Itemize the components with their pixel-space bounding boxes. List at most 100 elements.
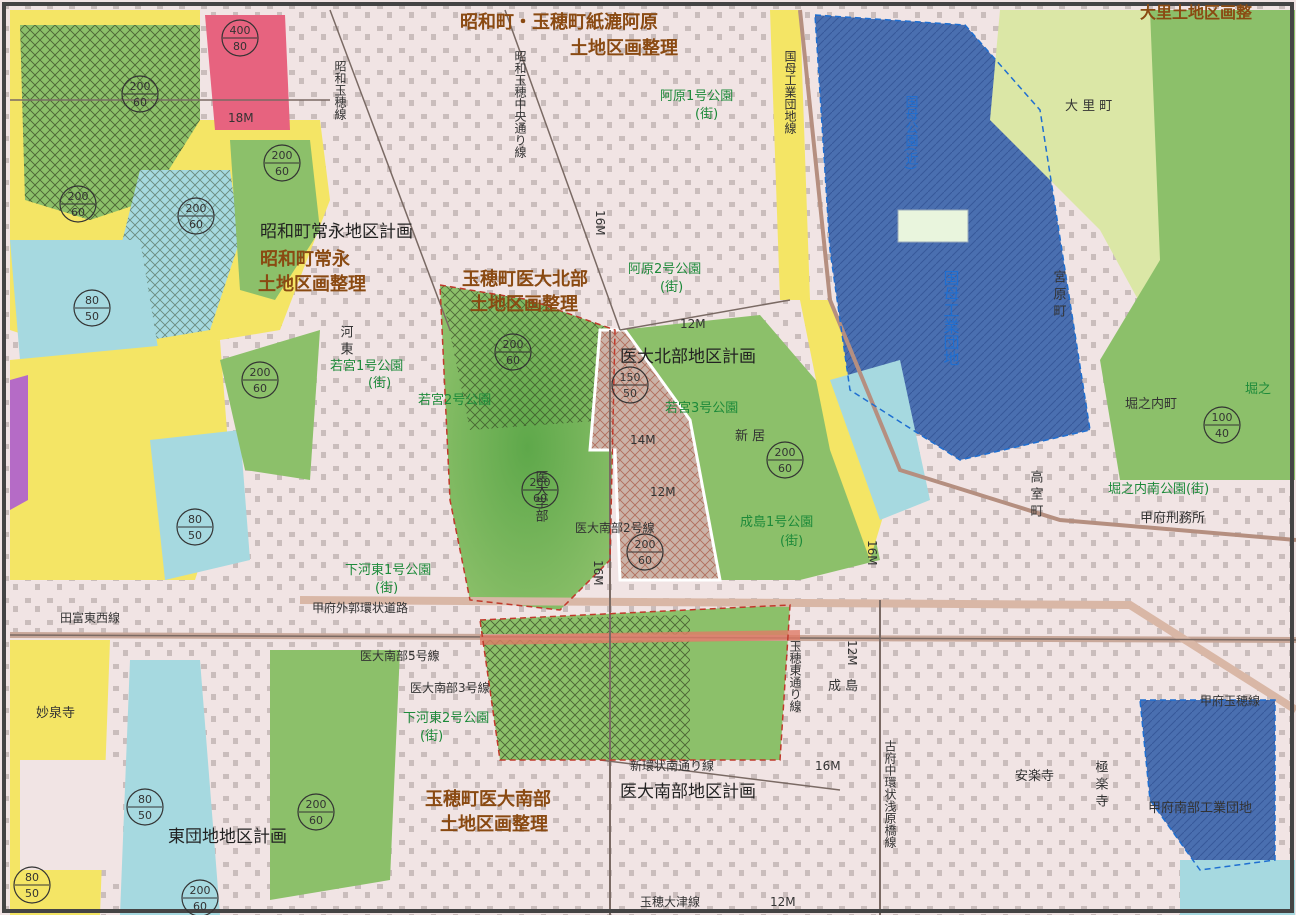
label-district-higashi: 東団地地区計画 — [168, 827, 287, 847]
label-park-wakamiya2: 若宮2号公園 — [418, 392, 491, 408]
label-place-oosato: 大 里 町 — [1065, 99, 1112, 114]
label-land-readj-1b: 土地区画整理 — [570, 37, 678, 59]
zoning-bcr: 80 — [233, 40, 247, 53]
zoning-bcr: 60 — [275, 165, 289, 178]
label-kunibo-park: 国母公園(近) — [903, 95, 919, 170]
label-width-16m-b: 16M — [865, 540, 879, 566]
zoning-bcr: 60 — [533, 492, 547, 505]
zoning-far: 200 — [190, 884, 211, 897]
zoning-far: 200 — [186, 202, 207, 215]
label-road-showa-kinzan: 昭和玉穂線 — [333, 60, 347, 120]
label-width-12m-a: 12M — [680, 317, 706, 331]
zoning-bcr: 40 — [1215, 427, 1229, 440]
label-park-ahara1: 阿原1号公園 — [660, 89, 733, 104]
label-district-showa: 昭和町常永地区計画 — [260, 222, 413, 242]
label-land-readj-2b: 土地区画整理 — [258, 273, 366, 295]
label-park-ahara2: 阿原2号公園 — [628, 262, 701, 277]
label-road-tamaho-otsu: 玉穂大津線 — [640, 894, 700, 909]
zoning-bcr: 60 — [638, 554, 652, 567]
label-land-readj-1a: 昭和町・玉穂町紙漉阿原 — [460, 11, 658, 33]
label-land-readj-2a: 昭和町常永 — [260, 248, 350, 270]
zoning-bcr: 60 — [309, 814, 323, 827]
zoning-bcr: 60 — [778, 462, 792, 475]
zoning-far: 80 — [188, 513, 202, 526]
label-road-gunnai: 国母工業団地線 — [783, 50, 797, 134]
zoning-bcr: 50 — [138, 809, 152, 822]
zoning-far: 200 — [530, 476, 551, 489]
zoning-bcr: 50 — [623, 387, 637, 400]
label-land-readj-4b: 土地区画整理 — [440, 813, 548, 835]
plan-outlines — [439, 14, 1276, 871]
label-road-furufu: 古府中環状浅原橋線 — [883, 739, 897, 848]
label-place-gokuraku: 極 楽 寺 — [1093, 759, 1109, 807]
label-road-shinkan-s: 新環状南通り線 — [630, 758, 714, 773]
label-width-16m-c: 16M — [815, 759, 841, 773]
zoning-far: 200 — [250, 366, 271, 379]
zoning-far: 100 — [1212, 411, 1233, 424]
zoning-bcr: 60 — [506, 354, 520, 367]
label-width-16m-d: 16M — [593, 210, 607, 236]
zoning-far: 200 — [306, 798, 327, 811]
roads — [9, 9, 1296, 915]
label-place-takamuro: 高 室 町 — [1028, 469, 1044, 517]
label-park-shimokawahigashi1-t: (街) — [375, 581, 398, 596]
label-place-horinouchi: 堀之内町 — [1125, 396, 1177, 412]
zoning-far: 150 — [620, 371, 641, 384]
label-road-shinkan: 甲府外郭環状道路 — [312, 600, 408, 615]
label-road-showa-chuo: 昭和玉穂中央通り線 — [513, 50, 527, 158]
label-park-ahara2-t: (街) — [660, 280, 683, 295]
zoning-bcr: 60 — [71, 206, 85, 219]
label-width-16m-a: 16M — [591, 560, 605, 586]
label-district-north: 医大北部地区計画 — [620, 347, 756, 367]
label-width-14m: 14M — [630, 433, 656, 447]
medical-district — [440, 285, 880, 760]
label-road-kofu-tamaho: 甲府玉穂線 — [1200, 693, 1260, 708]
zoning-bcr: 60 — [253, 382, 267, 395]
label-park-horinouchi: 堀之内南公園(街) — [1108, 481, 1209, 497]
zoning-far: 80 — [25, 871, 39, 884]
label-park-narishima1: 成島1号公園 — [740, 515, 813, 530]
zoning-far: 200 — [503, 338, 524, 351]
label-place-prison: 甲府刑務所 — [1140, 511, 1205, 526]
label-width-12m-c: 12M — [845, 640, 859, 666]
label-place-anraku: 安楽寺 — [1015, 768, 1054, 784]
label-land-readj-4a: 玉穂町医大南部 — [425, 788, 551, 810]
label-road-sno2: 医大南部2号線 — [575, 520, 655, 535]
label-park-wakamiya1-t: (街) — [368, 376, 391, 391]
zoning-bcr: 50 — [85, 310, 99, 323]
label-road-tamaho-e: 玉穂東通り線 — [788, 640, 802, 712]
label-place-medical: 医大学部 — [533, 470, 549, 522]
label-road-sno3: 医大南部3号線 — [410, 680, 490, 695]
label-park-shimokawahigashi2-t: (街) — [420, 729, 443, 744]
label-width-12m-b: 12M — [650, 485, 676, 499]
zoning-far: 200 — [68, 190, 89, 203]
label-place-kawahigashi: 河 東 — [338, 325, 354, 356]
label-land-readj-3b: 土地区画整理 — [470, 293, 578, 315]
zoning-bcr: 50 — [188, 529, 202, 542]
zoning-far: 200 — [130, 80, 151, 93]
label-land-readj-3a: 玉穂町医大北部 — [462, 268, 588, 290]
label-place-miyahara: 宮 原 町 — [1051, 269, 1067, 317]
label-place-oosato-top: 大里土地区画整 — [1140, 3, 1252, 22]
label-south-industrial: 甲府南部工業団地 — [1148, 800, 1252, 816]
label-park-ahara1-t: (街) — [695, 107, 718, 122]
label-kunibo-industrial: 国母工業団地 — [941, 270, 960, 366]
zoning-bcr: 50 — [25, 887, 39, 900]
zoning-far: 80 — [85, 294, 99, 307]
